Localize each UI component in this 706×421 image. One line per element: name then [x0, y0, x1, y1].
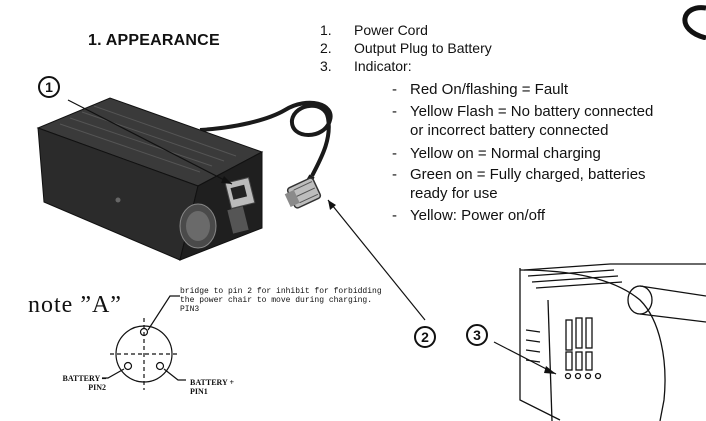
indicator-state-no-battery: -Yellow Flash = No battery connected or … [392, 102, 653, 140]
list-number: 3. [320, 58, 332, 74]
indicator-state-power: -Yellow: Power on/off [392, 206, 545, 225]
indicator-state-text-cont: or incorrect battery connected [410, 122, 609, 139]
callout-1: 1 [38, 76, 60, 98]
battery-plus-label: BATTERY + PIN1 [190, 378, 234, 396]
pin3-label: PIN3 [180, 305, 200, 314]
indicator-state-fault: -Red On/flashing = Fault [392, 80, 568, 99]
xlr-plug [284, 177, 322, 209]
list-item-output-plug: 2. Output Plug to Battery [320, 40, 492, 56]
list-item-power-cord: 1. Power Cord [320, 22, 428, 38]
callout-3: 3 [466, 324, 488, 346]
battery-minus-label: BATTERY – PIN2 [56, 374, 106, 392]
list-number: 1. [320, 22, 332, 38]
dash-bullet: - [392, 166, 397, 183]
inhibit-note-line1: bridge to pin 2 for inhibit for forbiddi… [180, 287, 382, 296]
dash-bullet: - [392, 145, 397, 162]
indicator-state-text-cont: ready for use [410, 185, 498, 202]
indicator-state-text: Red On/flashing = Fault [410, 81, 569, 98]
indicator-state-text: Yellow on = Normal charging [410, 145, 601, 162]
brand-logo-arc [682, 5, 706, 40]
section-title: 1. APPEARANCE [88, 32, 220, 49]
charger-end-sketch [519, 263, 706, 421]
list-text: Output Plug to Battery [354, 40, 492, 56]
battery-plus-text: BATTERY + [190, 378, 235, 387]
pin-diagram [102, 295, 186, 390]
inhibit-note-line2: the power chair to move during charging. [180, 296, 373, 305]
callout-2: 2 [414, 326, 436, 348]
list-text: Indicator: [354, 58, 412, 74]
list-text: Power Cord [354, 22, 428, 38]
indicator-state-text: Green on = Fully charged, batteries [410, 166, 646, 183]
dash-bullet: - [392, 81, 397, 98]
list-item-indicator: 3. Indicator: [320, 58, 412, 74]
list-number: 2. [320, 40, 332, 56]
indicator-state-text: Yellow: Power on/off [410, 207, 546, 224]
dash-bullet: - [392, 103, 397, 120]
note-a-label: note ”A” [28, 292, 122, 318]
indicator-state-charging: -Yellow on = Normal charging [392, 144, 601, 163]
dash-bullet: - [392, 207, 397, 224]
inhibit-note: bridge to pin 2 for inhibit for forbiddi… [180, 287, 382, 314]
indicator-state-charged: -Green on = Fully charged, batteries rea… [392, 165, 646, 203]
indicator-state-text: Yellow Flash = No battery connected [410, 103, 654, 120]
battery-minus-text: BATTERY – [62, 374, 106, 383]
pin2-text: PIN2 [88, 383, 106, 392]
pin1-text: PIN1 [190, 387, 208, 396]
